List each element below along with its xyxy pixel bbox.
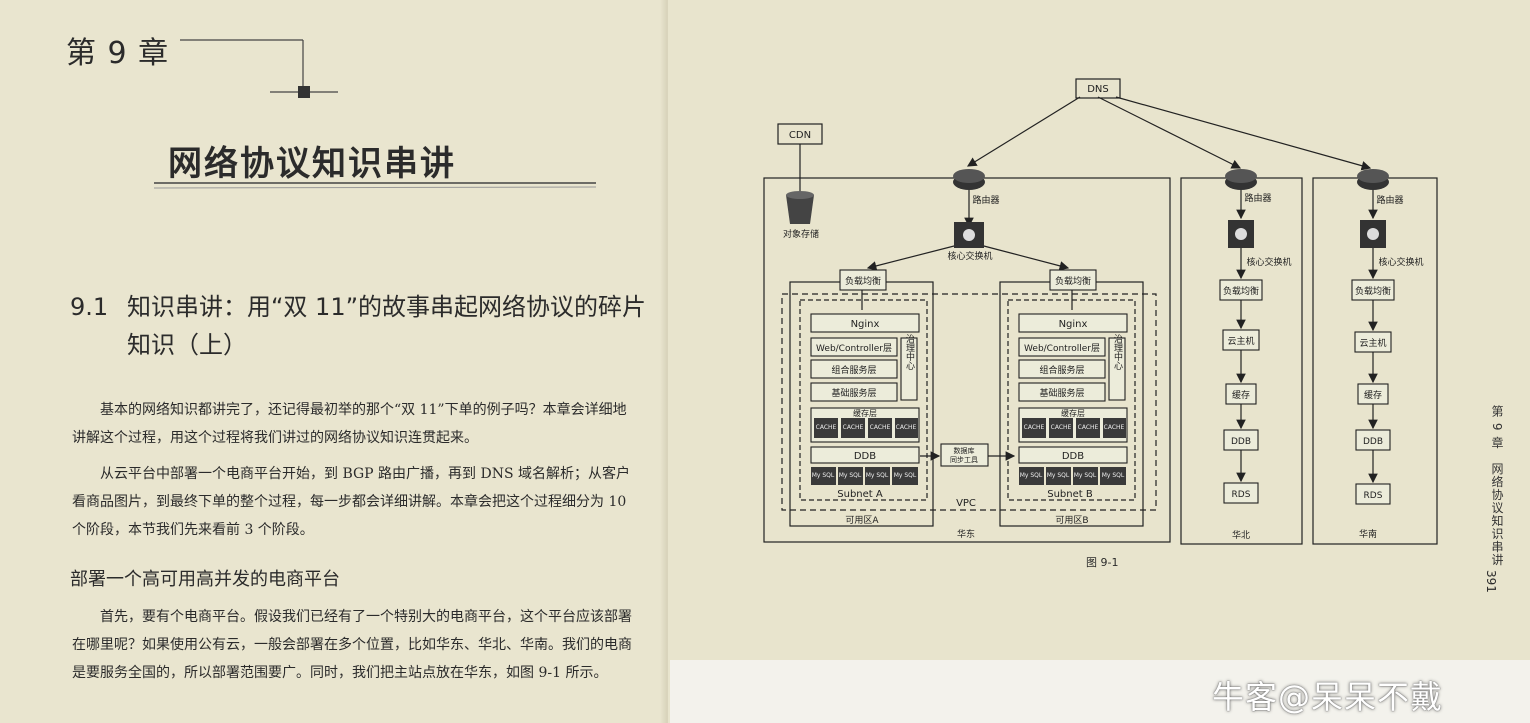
- lb-label-a: 负载均衡: [845, 275, 881, 287]
- chapter-side-tab: 第 9 章 网络协议知识串讲: [1490, 405, 1504, 567]
- subnet-b-label: Subnet B: [1047, 489, 1093, 500]
- core-switch-label-south: 核心交换机: [1378, 256, 1423, 268]
- cache-north: 缓存: [1232, 389, 1250, 401]
- cache-south: 缓存: [1364, 389, 1382, 401]
- dns-box: [1075, 78, 1121, 99]
- subsection-heading: 部署一个高可用高并发的电商平台: [70, 569, 340, 590]
- cache-a2: CACHE: [843, 424, 864, 431]
- dns-label: DNS: [1087, 84, 1109, 95]
- switch-icon: [954, 220, 1386, 248]
- mysql-a2: My SQL: [839, 472, 862, 479]
- router-label-south: 路由器: [1376, 194, 1403, 206]
- rds-south: RDS: [1364, 491, 1383, 501]
- router-icon: [953, 169, 1389, 190]
- mysql-b3: My SQL: [1074, 472, 1097, 479]
- ddb-label-b: DDB: [1062, 451, 1084, 462]
- host-north: 云主机: [1227, 335, 1254, 347]
- governance-b: 治理中心: [1112, 333, 1123, 370]
- left-page: 第 9 章 网络协议知识串讲 9.1 知识串讲：用“双 11”的故事串起网络协议…: [0, 0, 668, 723]
- mysql-a1: My SQL: [812, 472, 835, 479]
- paragraph-1: 基本的网络知识都讲完了，还记得最初举的那个“双 11”下单的例子吗？本章会详细地…: [72, 402, 627, 446]
- base-layer-a: 基础服务层: [831, 387, 876, 399]
- router-label-east: 路由器: [972, 194, 999, 206]
- compose-layer-a: 组合服务层: [831, 364, 876, 376]
- region-east-label: 华东: [957, 528, 975, 540]
- db-sync-1: 数据库: [954, 446, 975, 455]
- vpc-box: [781, 293, 1157, 511]
- watermark-band: [670, 660, 1530, 723]
- lb-north: 负载均衡: [1223, 285, 1259, 297]
- right-page: DNS CDN 对象存储 路由器 路由器 路由器 核心交换机 核心交换机 核心交…: [668, 0, 1530, 723]
- compose-layer-b: 组合服务层: [1039, 364, 1084, 376]
- figure-caption: 图 9-1: [1086, 556, 1119, 569]
- cache-b4: CACHE: [1104, 424, 1125, 431]
- zone-b-label: 可用区B: [1055, 515, 1088, 526]
- architecture-diagram: DNS CDN 对象存储 路由器 路由器 路由器 核心交换机 核心交换机 核心交…: [763, 78, 1438, 545]
- router-label-north: 路由器: [1244, 192, 1271, 204]
- mysql-b1: My SQL: [1020, 472, 1043, 479]
- db-sync-2: 同步工具: [950, 456, 978, 464]
- nginx-label-a: Nginx: [851, 319, 880, 330]
- watermark-text: 牛客@呆呆不戴: [1212, 678, 1444, 716]
- ddb-label-a: DDB: [854, 451, 876, 462]
- cache-a4: CACHE: [896, 424, 917, 431]
- chapter-ornament: [180, 39, 338, 98]
- paragraph-3: 首先，要有个电商平台。假设我们已经有了一个特别大的电商平台，这个平台应该部署在哪…: [72, 609, 632, 681]
- mysql-a3: My SQL: [866, 472, 889, 479]
- core-switch-label-east: 核心交换机: [947, 250, 992, 262]
- region-south-label: 华南: [1359, 528, 1377, 540]
- base-layer-b: 基础服务层: [1039, 387, 1084, 399]
- cache-b2: CACHE: [1051, 424, 1072, 431]
- title-underline: [153, 182, 597, 189]
- cdn-label: CDN: [789, 130, 811, 141]
- mysql-b4: My SQL: [1102, 472, 1125, 479]
- paragraph-2: 从云平台中部署一个电商平台开始，到 BGP 路由广播，再到 DNS 域名解析；从…: [72, 466, 631, 538]
- storage-bucket-icon: [786, 195, 814, 224]
- host-south: 云主机: [1359, 337, 1386, 349]
- subnet-a-box: [799, 299, 928, 501]
- core-switch-label-north: 核心交换机: [1246, 256, 1291, 268]
- vpc-label: VPC: [956, 498, 976, 509]
- cache-a3: CACHE: [870, 424, 891, 431]
- cache-b3: CACHE: [1078, 424, 1099, 431]
- ddb-south: DDB: [1363, 437, 1383, 447]
- section-number: 9.1: [70, 293, 109, 321]
- chapter-label: 第 9 章: [66, 36, 170, 71]
- object-storage-label: 对象存储: [783, 228, 819, 240]
- nginx-label-b: Nginx: [1059, 319, 1088, 330]
- cache-a1: CACHE: [816, 424, 837, 431]
- cache-b1: CACHE: [1024, 424, 1045, 431]
- web-layer-b: Web/Controller层: [1024, 343, 1100, 354]
- section-title: 知识串讲：用“双 11”的故事串起网络协议的碎片知识（上）: [127, 293, 647, 359]
- mysql-a4: My SQL: [894, 472, 917, 479]
- chapter-title: 网络协议知识串讲: [168, 144, 456, 184]
- page-number: 391: [1484, 570, 1498, 593]
- lb-label-b: 负载均衡: [1055, 275, 1091, 287]
- cache-layer-a: 缓存层: [853, 408, 877, 418]
- mysql-b2: My SQL: [1047, 472, 1070, 479]
- subnet-b-box: [1007, 299, 1136, 501]
- governance-a: 治理中心: [904, 333, 915, 370]
- region-north-label: 华北: [1232, 529, 1250, 541]
- ddb-north: DDB: [1231, 437, 1251, 447]
- rds-north: RDS: [1232, 490, 1251, 500]
- zone-a-label: 可用区A: [845, 515, 879, 526]
- cache-layer-b: 缓存层: [1061, 408, 1085, 418]
- subnet-a-label: Subnet A: [837, 489, 883, 500]
- lb-south: 负载均衡: [1355, 285, 1391, 297]
- web-layer-a: Web/Controller层: [816, 343, 892, 354]
